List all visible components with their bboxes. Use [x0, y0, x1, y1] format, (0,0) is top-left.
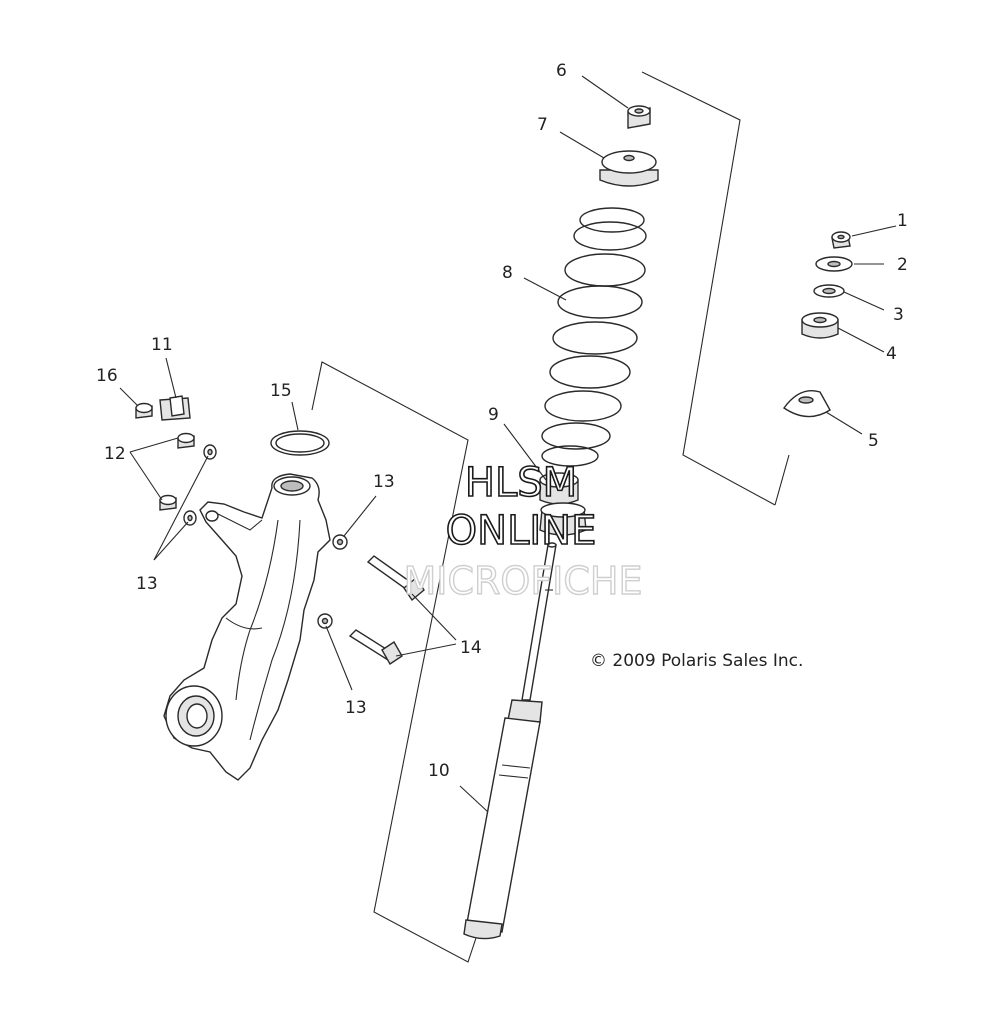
callout-1: 1	[897, 211, 908, 231]
watermark-line-3: MICROFICHE	[403, 559, 642, 603]
part-8-coil-spring	[541, 207, 647, 467]
callout-13-upper: 13	[373, 472, 395, 492]
callout-5: 5	[868, 431, 879, 451]
part-1-nut	[831, 231, 851, 249]
part-13-washer-b	[183, 510, 197, 526]
part-9-bump-stop	[539, 472, 587, 536]
callout-4: 4	[886, 344, 897, 364]
part-14-bolt-lower	[348, 629, 403, 665]
part-13-washer-a	[203, 444, 217, 460]
callout-6: 6	[556, 61, 567, 81]
watermark-line-2: ONLINE	[446, 508, 597, 554]
part-12-nut-a	[177, 432, 195, 449]
callout-9: 9	[488, 405, 499, 425]
callout-14: 14	[460, 638, 482, 658]
leader-lines	[119, 75, 897, 813]
part-5-bushing-cone	[783, 390, 831, 418]
callout-7: 7	[537, 115, 548, 135]
callout-12: 12	[104, 444, 126, 464]
assembly-bracket-lower	[311, 361, 477, 963]
part-3-washer	[813, 284, 845, 298]
part-11-clip	[159, 395, 191, 421]
part-13-washer-c	[332, 534, 348, 550]
callout-13-left: 13	[136, 574, 158, 594]
callout-11: 11	[151, 335, 173, 355]
part-4-bushing	[801, 312, 839, 339]
callout-2: 2	[897, 255, 908, 275]
steering-knuckle	[163, 473, 331, 781]
watermark-line-1: HLSM	[465, 460, 577, 506]
callout-15: 15	[270, 381, 292, 401]
part-10-shock-absorber	[463, 542, 557, 940]
part-16-nut	[135, 402, 153, 419]
callout-10: 10	[428, 761, 450, 781]
callout-16: 16	[96, 366, 118, 386]
part-6-top-nut	[627, 105, 651, 129]
part-7-upper-spring-seat	[599, 150, 659, 187]
part-13-washer-d	[317, 613, 333, 629]
part-15-ring-seal	[270, 430, 330, 456]
assembly-bracket-upper	[641, 71, 790, 506]
copyright-notice: © 2009 Polaris Sales Inc.	[590, 651, 803, 671]
part-2-washer	[815, 256, 853, 272]
part-14-bolt-upper	[366, 555, 425, 602]
watermark: HLSM ONLINE MICROFICHE	[403, 459, 643, 604]
callout-13-lower: 13	[345, 698, 367, 718]
callout-3: 3	[893, 305, 904, 325]
part-12-nut-b	[159, 494, 177, 511]
callout-labels: 1 2 3 4 5 6 7 8 9 10 11 12 13 13 13 14 1…	[96, 61, 908, 781]
callout-8: 8	[502, 263, 513, 283]
